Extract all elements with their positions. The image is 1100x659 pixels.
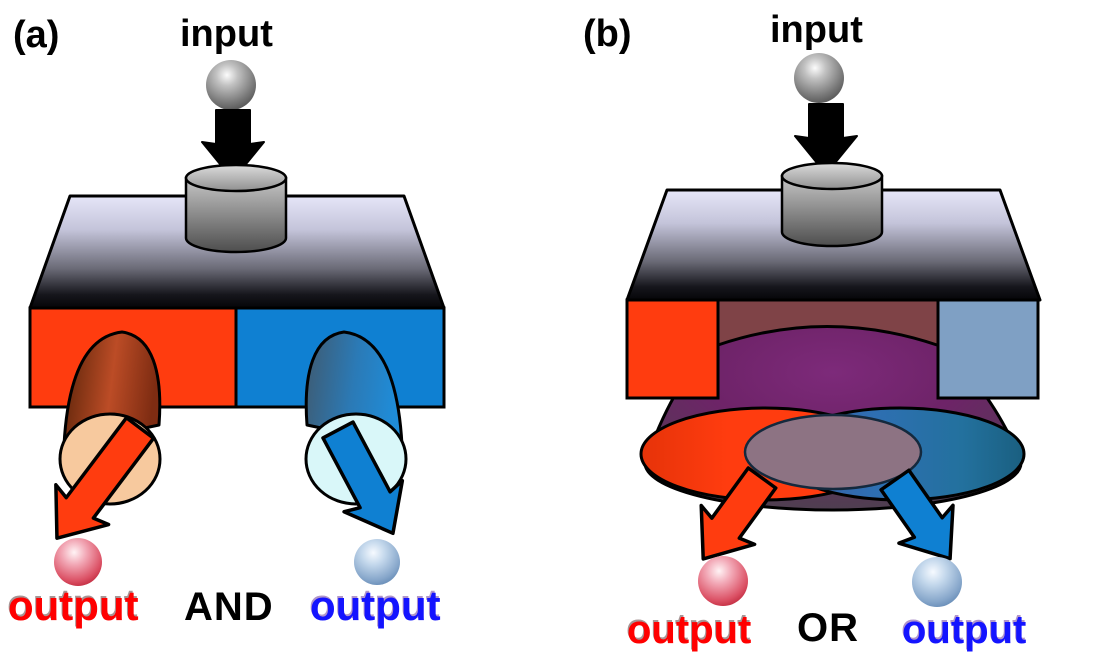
panel-a: (a) input output AND output xyxy=(8,13,446,629)
red-output-arrow-a xyxy=(54,416,156,540)
input-port-body-a xyxy=(184,176,288,254)
red-channel-tube-a xyxy=(62,330,162,447)
output-label-blue-a: output xyxy=(310,582,441,629)
input-port-a xyxy=(184,163,288,254)
input-port-top-a xyxy=(184,163,288,193)
blue-channel-tube-a xyxy=(304,330,404,447)
panel-b-label: (b) xyxy=(583,13,632,55)
red-output-ball-b xyxy=(698,556,748,606)
output-label-red-a: output xyxy=(8,582,139,629)
blue-output-ball-b xyxy=(912,557,962,607)
input-port-b xyxy=(780,161,884,248)
input-arrow-b xyxy=(794,103,858,175)
red-output-ball-a xyxy=(54,538,102,586)
panel-a-label: (a) xyxy=(13,14,59,56)
output-label-blue-b: output xyxy=(902,608,1026,652)
blue-output-arrow-a xyxy=(321,420,405,536)
panel-b-input-label: input xyxy=(770,9,863,51)
gate-face-red-b xyxy=(625,298,720,400)
blue-output-arrow-b xyxy=(879,468,955,561)
panel-a-input-label: input xyxy=(180,13,273,55)
gate-face-blue-b xyxy=(936,298,1040,400)
operator-label-a: AND xyxy=(184,585,274,629)
panel-b: (b) input output OR output xyxy=(583,9,1042,652)
input-arrow-a xyxy=(201,109,265,181)
red-output-arrow-b xyxy=(699,466,778,561)
blue-output-ball-a xyxy=(354,539,400,585)
overlap-ellipse-b xyxy=(743,413,923,491)
input-port-body-b xyxy=(780,174,884,248)
operator-label-b: OR xyxy=(797,606,859,650)
input-ball-b xyxy=(794,53,844,103)
output-label-red-b: output xyxy=(627,608,751,652)
input-port-top-b xyxy=(780,161,884,191)
input-ball-a xyxy=(206,60,256,110)
